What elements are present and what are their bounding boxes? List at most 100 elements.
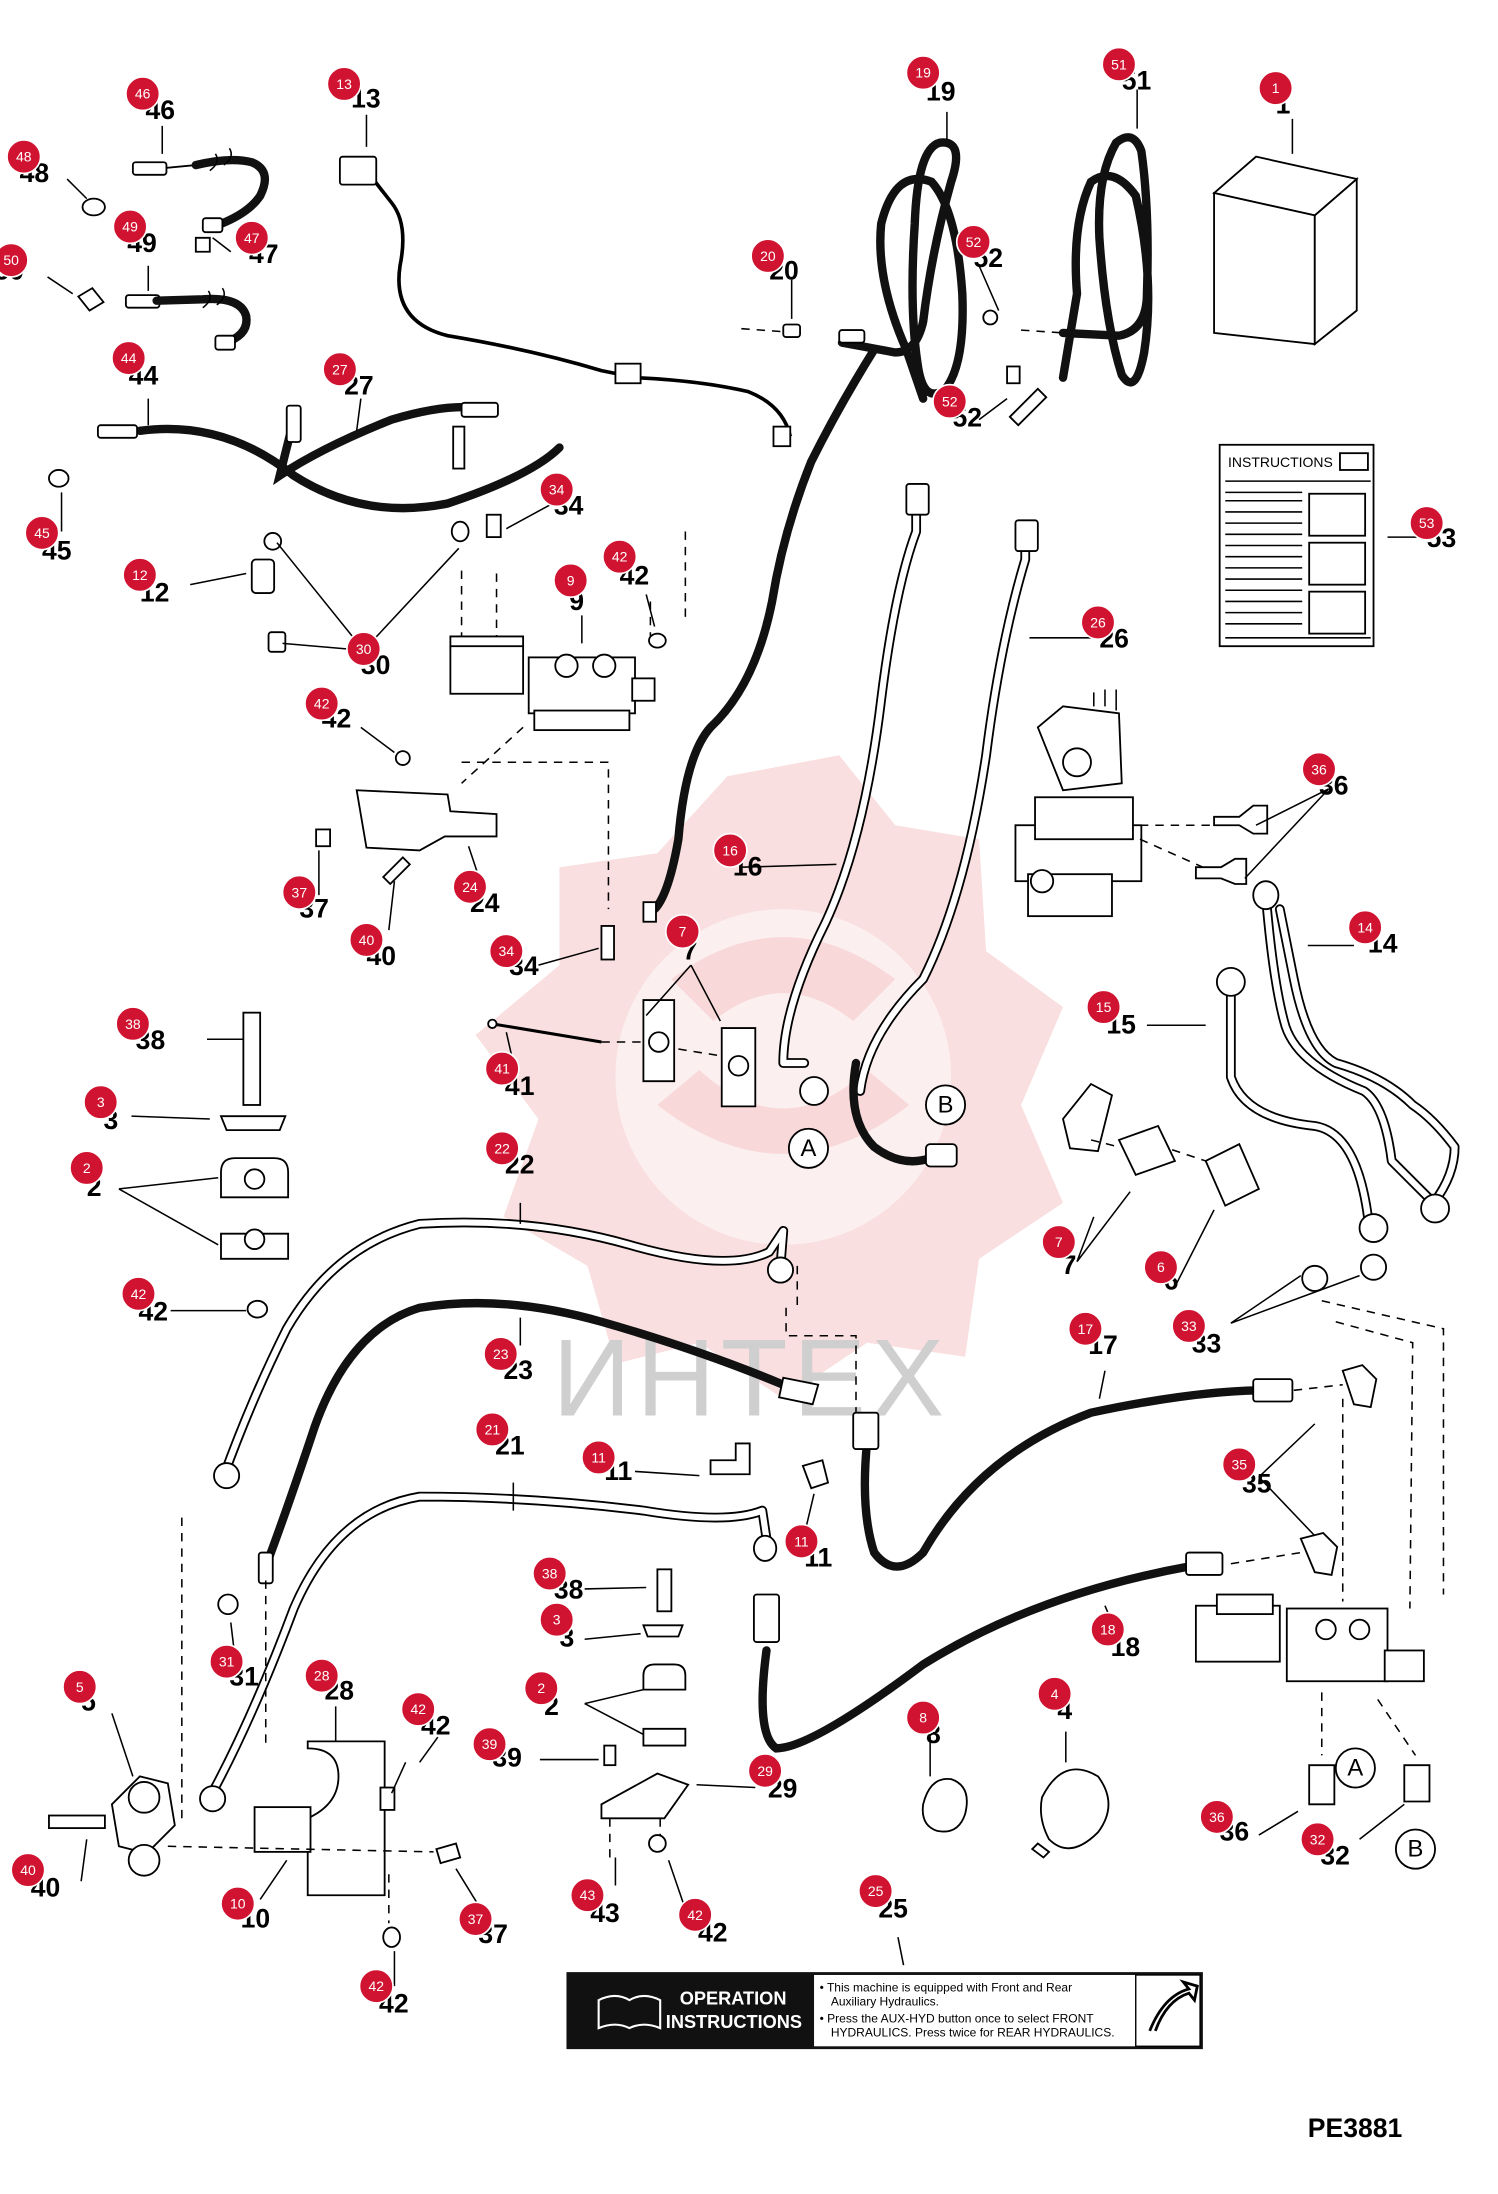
svg-text:16: 16 [722,842,738,858]
svg-text:33: 33 [1181,1318,1197,1334]
svg-text:20: 20 [760,248,776,264]
callout-badge[interactable]: 23 [483,1336,519,1372]
clamp-left [219,1011,290,1319]
callout-badge[interactable]: 32 [1299,1821,1336,1857]
svg-text:1: 1 [1272,80,1280,96]
hose-16 [650,345,879,914]
valve-9 [449,635,656,732]
svg-text:44: 44 [121,350,137,366]
callout-badge[interactable]: 11 [783,1523,820,1559]
callout-badge[interactable]: 1 [1257,70,1294,106]
callout-badge[interactable]: 42 [358,1968,394,2004]
callout-badge[interactable]: 53 [1409,505,1445,541]
callout-badge[interactable]: 3 [539,1602,575,1638]
callout-badge[interactable]: 49 [112,208,148,245]
callout-badge[interactable]: 29 [747,1753,783,1789]
svg-text:15: 15 [1096,999,1112,1015]
callout-badge[interactable]: 43 [569,1877,606,1913]
callout-badge[interactable]: 9 [553,562,589,599]
callout-badge[interactable]: 3 [83,1084,119,1120]
callout-badge[interactable]: 45 [24,515,60,551]
operation-decal-25: OPERATION INSTRUCTIONS • This machine is… [566,1972,1203,2050]
callout-badge[interactable]: 13 [326,66,362,102]
svg-text:42: 42 [368,1978,384,1994]
svg-text:21: 21 [485,1421,501,1437]
callout-badge[interactable]: 15 [1085,989,1122,1025]
svg-text:51: 51 [1111,56,1127,72]
callout-badge[interactable]: 25 [857,1873,894,1909]
callout-badge[interactable]: 36 [1199,1799,1235,1835]
callout-badge[interactable]: 19 [905,55,941,91]
hose-coil-51 [1008,133,1153,427]
callout-badge[interactable]: 41 [484,1050,520,1087]
callout-badge[interactable]: 7 [664,913,701,950]
callout-badge[interactable]: 7 [1041,1224,1077,1260]
callout-badge[interactable]: 28 [304,1658,340,1694]
callout-badge[interactable]: 42 [304,685,340,722]
callout-badge[interactable]: 48 [6,139,42,175]
callout-badge[interactable]: 31 [208,1644,245,1680]
callout-badge[interactable]: 33 [1171,1308,1207,1344]
hose-27 [273,402,487,486]
callout-badge[interactable]: 26 [1080,604,1116,641]
callout-badge[interactable]: 22 [484,1130,520,1166]
callout-badge[interactable]: 46 [125,76,161,112]
decal-bullet2-line2: HYDRAULICS. Press twice for REAR HYDRAUL… [831,2026,1115,2040]
svg-text:2: 2 [537,1680,545,1696]
callout-badge[interactable]: 36 [1301,751,1337,787]
callout-badge[interactable]: 50 [0,242,29,278]
svg-text:38: 38 [542,1566,558,1582]
callout-badge[interactable]: 24 [452,869,488,905]
callout-badge[interactable]: 5 [62,1669,98,1705]
svg-text:40: 40 [359,932,375,948]
callout-badge[interactable]: 37 [457,1901,494,1937]
callout-badge[interactable]: 8 [905,1699,941,1736]
callout-badge[interactable]: 47 [234,220,270,256]
callout-badge[interactable]: 37 [281,874,317,910]
decal-bullet1-line1: • This machine is equipped with Front an… [820,1981,1072,1995]
callout-badge[interactable]: 52 [955,224,992,260]
callout-badge[interactable]: 40 [348,922,385,958]
callout-badge[interactable]: 38 [115,1006,151,1042]
callout-badge[interactable]: 21 [474,1411,510,1448]
svg-text:7: 7 [1055,1234,1063,1250]
callouts: 4646484847474949505013134444454527271212… [0,46,1456,2019]
svg-text:31: 31 [219,1654,235,1670]
callout-badge[interactable]: 10 [220,1886,256,1922]
callout-badge[interactable]: 42 [677,1897,713,1933]
instructions-box-1 [1212,155,1359,346]
svg-text:17: 17 [1078,1321,1094,1337]
callout-badge[interactable]: 2 [523,1670,559,1706]
callout-badge[interactable]: 42 [400,1691,436,1727]
callout-badge[interactable]: 6 [1143,1249,1179,1285]
svg-text:12: 12 [132,567,148,583]
callout-badge[interactable]: 34 [488,933,524,969]
callout-badge[interactable]: 30 [346,631,382,667]
callout-badge[interactable]: 27 [322,351,358,387]
callout-badge[interactable]: 42 [120,1276,157,1312]
callout-badge[interactable]: 35 [1221,1446,1257,1483]
svg-text:7: 7 [679,924,687,940]
callout-badge[interactable]: 4 [1036,1676,1073,1712]
hose-coil-19 [837,138,967,403]
watermark-text: ИНТЕХ [552,1317,949,1439]
callout-badge[interactable]: 11 [581,1439,617,1476]
callout-badge[interactable]: 34 [539,471,575,508]
ref-a-lower: A [1334,1747,1376,1789]
callout-badge[interactable]: 42 [602,539,638,575]
callout-badge[interactable]: 44 [111,340,147,376]
svg-text:37: 37 [292,884,308,900]
callout-badge[interactable]: 2 [69,1150,105,1186]
svg-text:B: B [938,1091,954,1118]
callout-badge[interactable]: 51 [1101,46,1137,82]
callout-badge[interactable]: 40 [10,1852,46,1888]
callout-badge[interactable]: 39 [471,1726,508,1762]
callout-badge[interactable]: 14 [1347,909,1383,945]
callout-badge[interactable]: 20 [750,238,786,274]
callout-badge[interactable]: 17 [1067,1311,1104,1347]
callout-badge[interactable]: 18 [1090,1611,1126,1648]
callout-badge[interactable]: 16 [712,832,748,869]
callout-badge[interactable]: 52 [932,383,968,420]
callout-badge[interactable]: 12 [122,557,158,593]
callout-badge[interactable]: 38 [532,1555,568,1592]
